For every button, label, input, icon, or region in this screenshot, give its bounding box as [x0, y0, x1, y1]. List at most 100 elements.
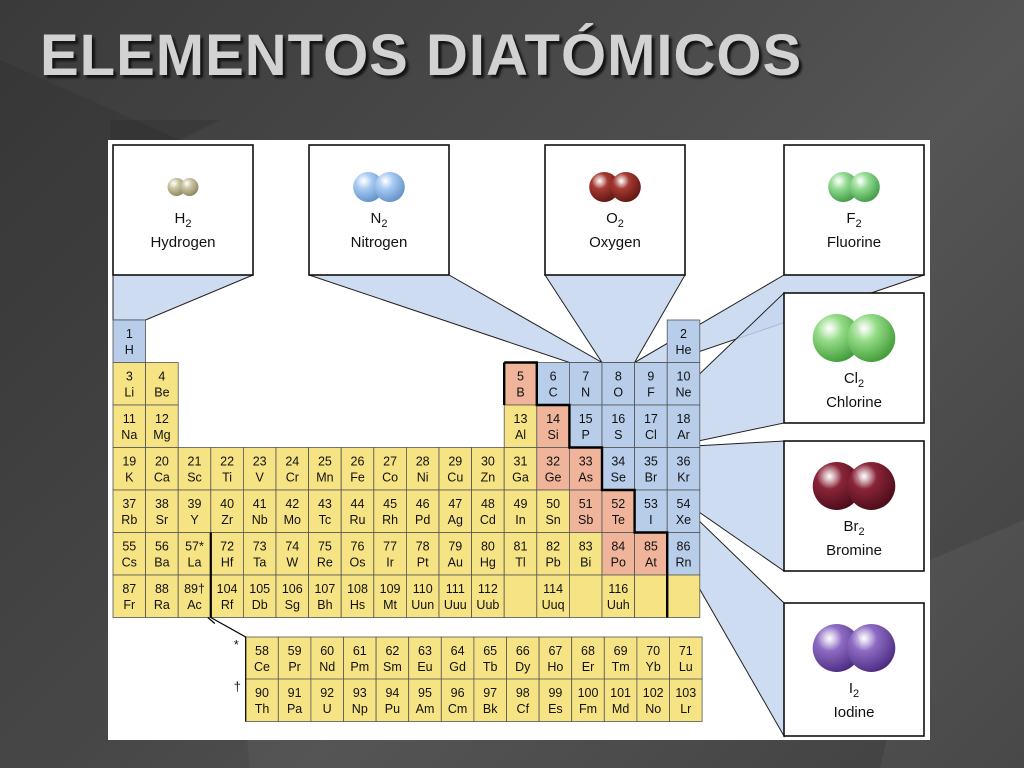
element-symbol: Pm	[350, 660, 369, 674]
element-symbol: Ar	[677, 428, 690, 442]
cell-background	[310, 678, 344, 722]
cell-background	[601, 362, 635, 406]
element-symbol: U	[323, 702, 332, 716]
cell-background	[145, 404, 179, 448]
cell-background	[112, 319, 146, 363]
cell-background	[536, 404, 570, 448]
element-symbol: Pb	[545, 556, 560, 570]
cell-background	[666, 362, 701, 406]
element-symbol: Bi	[580, 556, 591, 570]
element-symbol: C	[549, 386, 558, 400]
atomic-number: 92	[320, 686, 334, 700]
atomic-number: 39	[188, 497, 202, 511]
element-symbol: Fe	[350, 471, 365, 485]
atomic-number: 80	[481, 540, 495, 554]
atomic-number: 111	[446, 582, 465, 596]
element-symbol: Sr	[156, 513, 169, 527]
atomic-number: 110	[413, 582, 433, 596]
cell-background	[571, 678, 605, 722]
cell-background	[373, 447, 407, 491]
cell-background	[438, 489, 472, 533]
atomic-number: 9	[647, 370, 654, 384]
atom-sphere-left	[812, 314, 861, 362]
atomic-number: 44	[351, 497, 365, 511]
atomic-number: 7	[582, 370, 589, 384]
atomic-number: 20	[155, 455, 169, 469]
atomic-number: 22	[220, 455, 234, 469]
series-connector	[210, 616, 247, 722]
cell-background	[438, 447, 472, 491]
atomic-number: 78	[416, 540, 430, 554]
element-symbol: Cs	[122, 556, 137, 570]
atomic-number: 21	[188, 455, 202, 469]
cell-background	[112, 489, 146, 533]
element-symbol: Ca	[154, 471, 170, 485]
element-symbol: Th	[255, 702, 270, 716]
atomic-number: 76	[351, 540, 365, 554]
atomic-number: 14	[546, 412, 560, 426]
atomic-number: 5	[517, 370, 524, 384]
cell-background	[373, 532, 407, 576]
element-symbol: Cf	[517, 702, 530, 716]
cell-background	[145, 489, 179, 533]
element-symbol: Am	[416, 702, 435, 716]
atomic-number: 101	[610, 686, 631, 700]
cell-background	[308, 532, 342, 576]
atomic-number: 75	[318, 540, 332, 554]
atom-sphere-right	[610, 172, 641, 202]
element-cell-u: 92U	[310, 678, 344, 722]
element-symbol: Pu	[385, 702, 400, 716]
element-symbol: Ho	[547, 660, 563, 674]
atomic-number: 105	[249, 582, 270, 596]
element-symbol: Ag	[448, 513, 463, 527]
atomic-number: 103	[675, 686, 696, 700]
element-symbol: Zr	[221, 513, 233, 527]
atomic-number: 93	[353, 686, 367, 700]
element-symbol: Db	[252, 598, 268, 612]
atomic-number: 35	[644, 455, 658, 469]
atomic-number: 89†	[184, 582, 205, 596]
cell-background	[112, 447, 146, 491]
atomic-number: 69	[614, 644, 628, 658]
metalloid-staircase-border	[209, 361, 669, 618]
atomic-number: 109	[380, 582, 401, 596]
element-symbol: Si	[548, 428, 559, 442]
atomic-number: 71	[679, 644, 693, 658]
callout-box	[783, 440, 925, 572]
element-symbol: I	[649, 513, 652, 527]
element-cell-w: 74W	[275, 532, 309, 576]
element-symbol: Sm	[383, 660, 402, 674]
callout-beam-hydrogen	[112, 274, 254, 321]
element-cell-f: 9F	[634, 362, 668, 406]
cell-background	[473, 678, 507, 722]
staircase-line	[504, 361, 669, 618]
atomic-number: 15	[579, 412, 593, 426]
element-symbol: Bk	[483, 702, 498, 716]
cell-background	[666, 319, 701, 363]
atomic-number: 86	[677, 540, 691, 554]
molecule-name: Oxygen	[589, 234, 641, 251]
atomic-number: 74	[285, 540, 299, 554]
